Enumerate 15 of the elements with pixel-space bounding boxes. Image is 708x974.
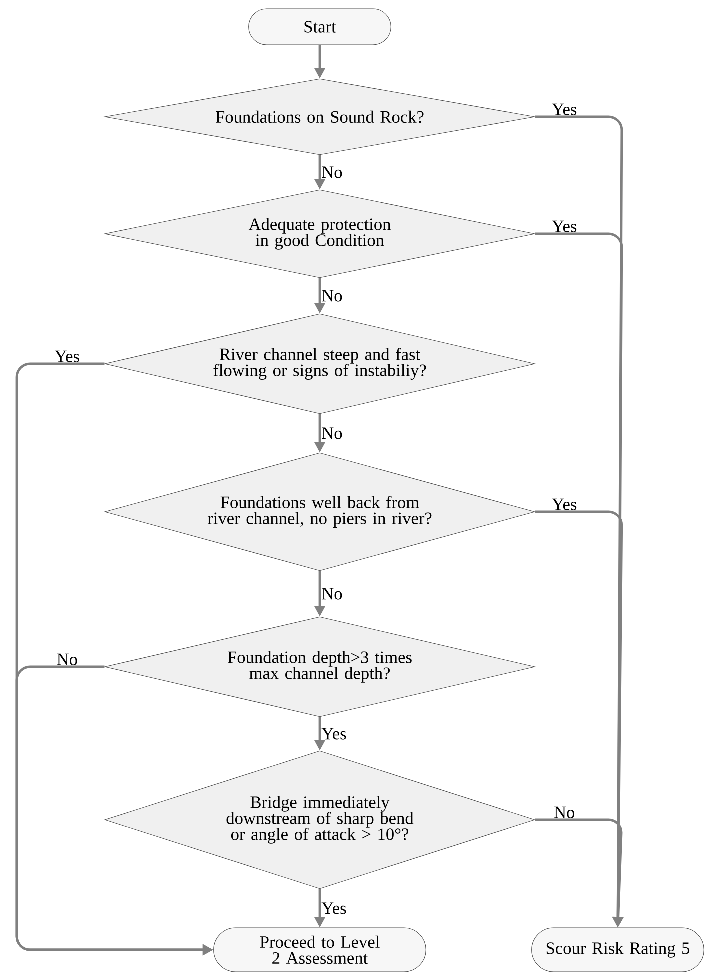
edge-label: No [554, 806, 575, 818]
edge-label: Yes [322, 902, 346, 914]
terminal-box: Start [248, 8, 392, 46]
edge-label: No [322, 588, 342, 600]
edge-label: Yes [552, 220, 577, 232]
edge-label: No [322, 290, 342, 302]
terminal-box: Proceed to Level 2 Assessment [214, 928, 426, 972]
edge-label: Yes [54, 350, 80, 362]
edge-label: Yes [322, 728, 346, 740]
edge-label: Yes [552, 104, 577, 116]
edge-label: No [322, 166, 342, 178]
edge-label: No [57, 654, 78, 666]
edge-label: No [322, 428, 342, 440]
terminal-box: Scour Risk Rating 5 [532, 928, 704, 972]
edge-label: Yes [552, 498, 577, 510]
